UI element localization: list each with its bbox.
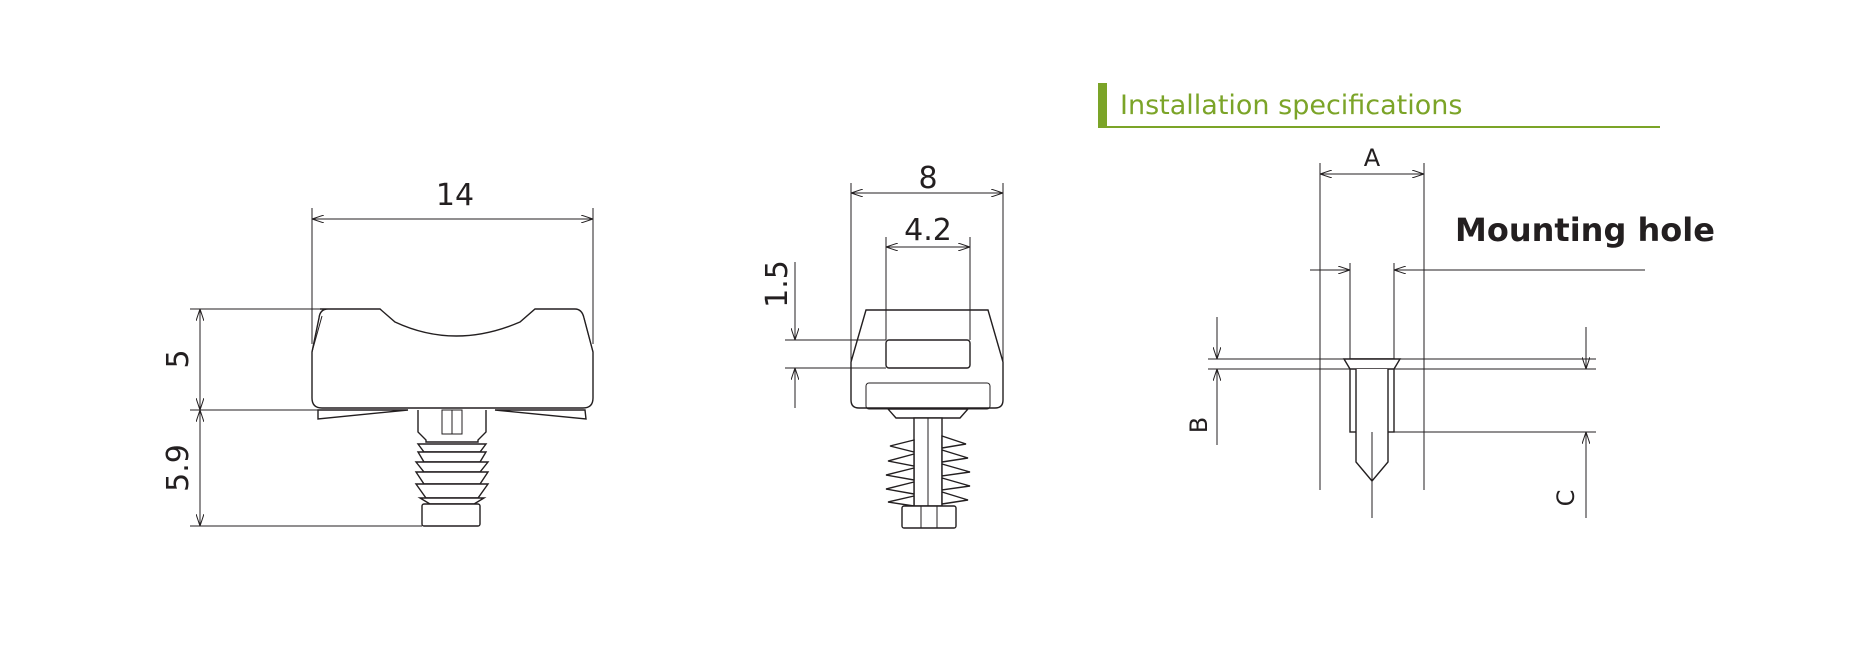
dim-side-head-height-label: 5 xyxy=(161,349,196,368)
dim-b-label: B xyxy=(1185,417,1213,433)
side-view-flange xyxy=(317,409,587,420)
dim-front-slot-height-label: 1.5 xyxy=(760,260,795,308)
dim-side-head-height: 5 xyxy=(161,308,320,411)
side-view-tip xyxy=(421,503,481,527)
mounting-hole xyxy=(1319,163,1596,518)
heading-accent-bar xyxy=(1098,83,1107,127)
side-view-barbs xyxy=(414,443,490,505)
side-view-head xyxy=(311,308,594,409)
front-view: 8 4.2 1.5 xyxy=(760,161,1004,529)
dim-front-slot-width-label: 4.2 xyxy=(904,213,952,248)
dim-side-width-label: 14 xyxy=(436,178,474,213)
dim-a: A xyxy=(1320,144,1424,174)
dim-front-slot-height: 1.5 xyxy=(760,260,886,408)
dim-c: C xyxy=(1552,327,1586,518)
side-view: 14 5 5.9 xyxy=(161,178,594,527)
dim-front-slot-width: 4.2 xyxy=(885,213,971,340)
front-view-tip xyxy=(901,505,957,529)
front-view-barbs xyxy=(885,435,971,507)
dim-a-label: A xyxy=(1364,144,1381,172)
dim-front-width-label: 8 xyxy=(918,161,937,196)
dim-side-shank-height: 5.9 xyxy=(161,410,422,527)
dim-front-width: 8 xyxy=(850,161,1004,362)
dim-side-shank-height-label: 5.9 xyxy=(161,444,196,492)
front-view-slot xyxy=(885,339,971,369)
dim-c-label: C xyxy=(1552,490,1580,507)
dim-side-width: 14 xyxy=(311,178,594,344)
heading: Installation specifications xyxy=(1120,90,1462,121)
mounting-hole-label: Mounting hole xyxy=(1455,211,1715,249)
installation-specifications: Installation specifications Mounting hol… xyxy=(1098,83,1715,518)
dim-b: B xyxy=(1185,317,1217,445)
